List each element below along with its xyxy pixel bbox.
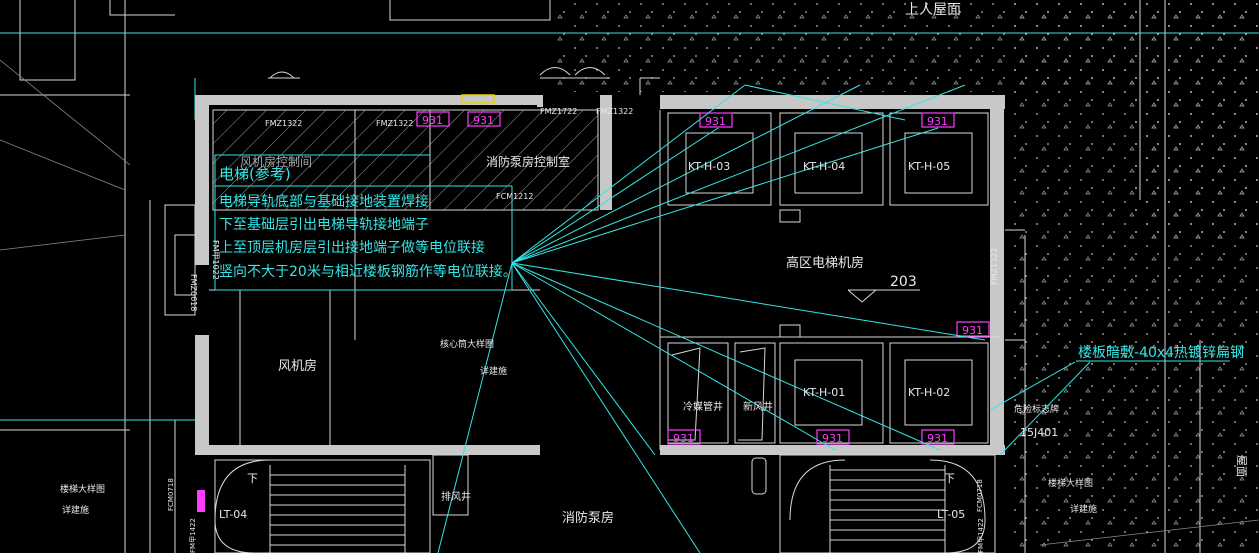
magenta-door-left bbox=[197, 490, 205, 512]
leader-line bbox=[511, 262, 941, 451]
grounding-tag-5 bbox=[956, 321, 990, 337]
leader-lines bbox=[437, 84, 1091, 553]
core-detail-sub: 详建施 bbox=[480, 365, 507, 377]
grounding-tag-7 bbox=[816, 429, 850, 445]
elevation-symbol bbox=[847, 289, 920, 303]
elevation-value: 203 bbox=[890, 274, 917, 290]
elevator-kt-h-01: KT-H-01 bbox=[803, 386, 845, 399]
control-room-hatch bbox=[212, 109, 599, 211]
door-fcm1212: FCM1212 bbox=[496, 192, 533, 201]
leader-line bbox=[511, 262, 701, 553]
door-fmz1322-right: FMZ1322 bbox=[990, 248, 999, 285]
ref-code: 15J401 bbox=[1020, 426, 1058, 439]
grounding-tag-label-6: 931 bbox=[673, 432, 694, 445]
door-fmz1322-a: FMZ1322 bbox=[265, 119, 302, 128]
note-title: 电梯(参考) bbox=[219, 165, 291, 183]
door-fmj-vertical: FMZ0618 bbox=[189, 274, 198, 311]
room-fan-room: 风机房 bbox=[278, 358, 317, 374]
leader-line bbox=[744, 84, 906, 121]
grounding-tag-8 bbox=[921, 429, 955, 445]
stair-detail-left: 楼梯大样图 bbox=[60, 483, 105, 495]
door-fmj1022: FM甲1022 bbox=[211, 240, 220, 280]
grounding-tag-label-7: 931 bbox=[822, 432, 843, 445]
note-line-2: 下至基础层引出电梯导轨接地端子 bbox=[219, 216, 429, 233]
diagonal-ref-lines bbox=[0, 59, 1259, 546]
leader-line bbox=[511, 262, 656, 456]
stair-lt-05: LT-05 bbox=[937, 508, 965, 521]
door-fcm0718-left: FCM0718 bbox=[167, 478, 175, 511]
elevator-kt-h-02: KT-H-02 bbox=[908, 386, 950, 399]
door-fcm0718-right: FCM0718 bbox=[976, 479, 984, 512]
grounding-tag-label-4: 931 bbox=[927, 115, 948, 128]
hazard-sign-note: 危险标志牌 bbox=[1014, 403, 1059, 415]
grounding-tag-label-8: 931 bbox=[927, 432, 948, 445]
leader-line bbox=[511, 262, 986, 341]
door-fmz1322-b: FMZ1322 bbox=[376, 119, 413, 128]
roof-label: 上人屋面 bbox=[905, 2, 961, 18]
elevator-kt-h-04: KT-H-04 bbox=[803, 160, 845, 173]
elevator-shafts-top bbox=[667, 112, 989, 338]
grounding-tag-label-2: 931 bbox=[473, 114, 494, 127]
stair-down-right: 下 bbox=[944, 472, 955, 485]
leader-line bbox=[437, 262, 513, 553]
elevator-shafts-bottom bbox=[667, 342, 989, 444]
note-line-4: 竖向不大于20米与相近楼板钢筋作等电位联接。 bbox=[219, 263, 517, 280]
leader-line bbox=[511, 84, 861, 264]
yellow-marker bbox=[461, 94, 495, 104]
walls bbox=[195, 95, 1005, 455]
leader-line bbox=[511, 127, 939, 264]
right-edge-label: 屋面 bbox=[1235, 455, 1248, 477]
leader-line bbox=[511, 262, 836, 451]
background-lines bbox=[0, 0, 1201, 553]
leader-line bbox=[989, 361, 1076, 411]
grounding-tag-2 bbox=[467, 111, 501, 127]
note-line-3: 上至顶层机房层引出接地端子做等电位联接 bbox=[219, 239, 485, 256]
grounding-tag-label-5: 931 bbox=[962, 324, 983, 337]
note-line-1: 电梯导轨底部与基础接地装置焊接 bbox=[219, 193, 429, 210]
grounding-tag-1 bbox=[416, 111, 450, 127]
stair-detail-right: 楼梯大样图 bbox=[1048, 477, 1093, 489]
room-cold-water-pipe-shaft: 冷媒管井 bbox=[683, 400, 723, 413]
note-box bbox=[214, 154, 513, 291]
door-fmz1322-c: FMZ1322 bbox=[596, 107, 633, 116]
note-behind-text: 风机房控制间 bbox=[240, 154, 312, 169]
stair-detail-left-sub: 详建施 bbox=[62, 504, 89, 516]
grounding-tag-label-1: 931 bbox=[422, 114, 443, 127]
roof-steel-note: 楼板暗敷-40x4热镀锌扁钢 bbox=[1078, 344, 1244, 361]
grounding-tags bbox=[197, 111, 990, 512]
leader-line bbox=[511, 84, 746, 264]
stair-down-left: 下 bbox=[247, 472, 258, 485]
stairs-right bbox=[751, 454, 996, 553]
grounding-tag-6 bbox=[667, 429, 701, 445]
room-ventilation-shaft: 排风井 bbox=[441, 490, 471, 503]
room-fire-pump-control-room: 消防泵房控制室 bbox=[486, 154, 570, 169]
room-fire-pump-room: 消防泵房 bbox=[562, 510, 614, 526]
leader-line bbox=[999, 361, 1091, 456]
grounding-tag-4 bbox=[921, 112, 955, 128]
stairs-left bbox=[214, 454, 469, 553]
door-fmj1422-left: FM甲1422 bbox=[189, 518, 197, 553]
elevator-kt-h-03: KT-H-03 bbox=[688, 160, 730, 173]
core-detail-note: 核心筒大样图 bbox=[440, 338, 494, 350]
stair-lt-04: LT-04 bbox=[219, 508, 247, 521]
roof-hatch-upper-right bbox=[1135, 0, 1259, 240]
stair-detail-right-sub: 详建施 bbox=[1070, 503, 1097, 515]
room-high-elevator-machine-room: 高区电梯机房 bbox=[786, 255, 864, 271]
room-fresh-air-shaft: 新风井 bbox=[743, 400, 773, 413]
elevator-kt-h-05: KT-H-05 bbox=[908, 160, 950, 173]
leader-line bbox=[511, 127, 719, 264]
leader-line bbox=[511, 84, 966, 264]
door-fmj1422-right: FM甲1422 bbox=[977, 518, 985, 553]
door-fmz1722: FMZ1722 bbox=[540, 107, 577, 116]
grounding-tag-label-3: 931 bbox=[705, 115, 726, 128]
